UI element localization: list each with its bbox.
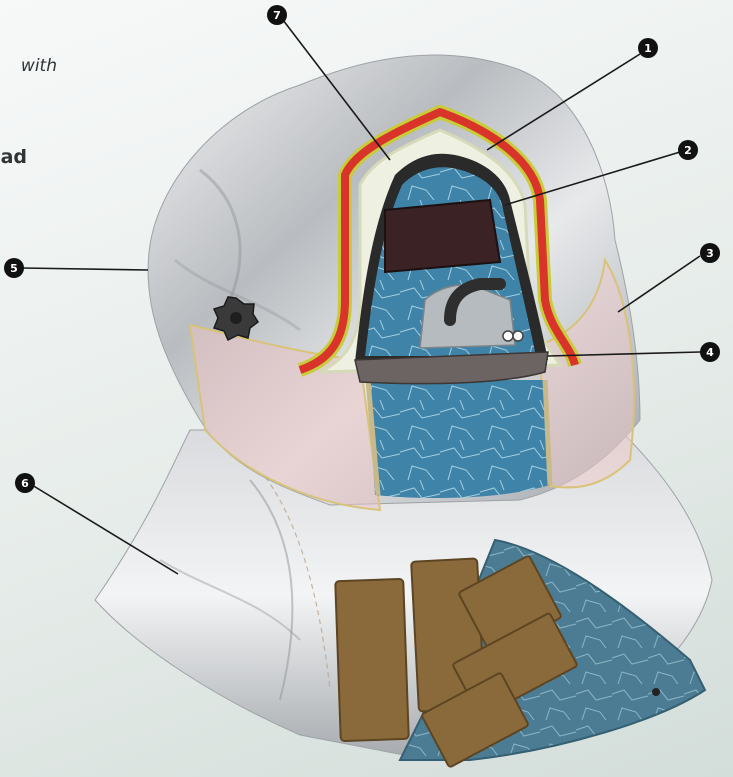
svg-text:5: 5: [10, 262, 18, 275]
callout-5: 5: [4, 258, 24, 278]
svg-text:1: 1: [644, 42, 652, 55]
svg-text:4: 4: [706, 346, 714, 359]
svg-text:2: 2: [684, 144, 692, 157]
interior-blue: [368, 380, 550, 498]
callout-4: 4: [700, 342, 720, 362]
callout-2: 2: [678, 140, 698, 160]
callout-1: 1: [638, 38, 658, 58]
callout-3: 3: [700, 243, 720, 263]
callout-7: 7: [267, 5, 287, 25]
tan-strap-left: [335, 579, 409, 741]
callout-6: 6: [15, 473, 35, 493]
svg-text:7: 7: [273, 9, 281, 22]
svg-text:3: 3: [706, 247, 714, 260]
head-pad-shape: [385, 200, 500, 272]
svg-text:6: 6: [21, 477, 29, 490]
